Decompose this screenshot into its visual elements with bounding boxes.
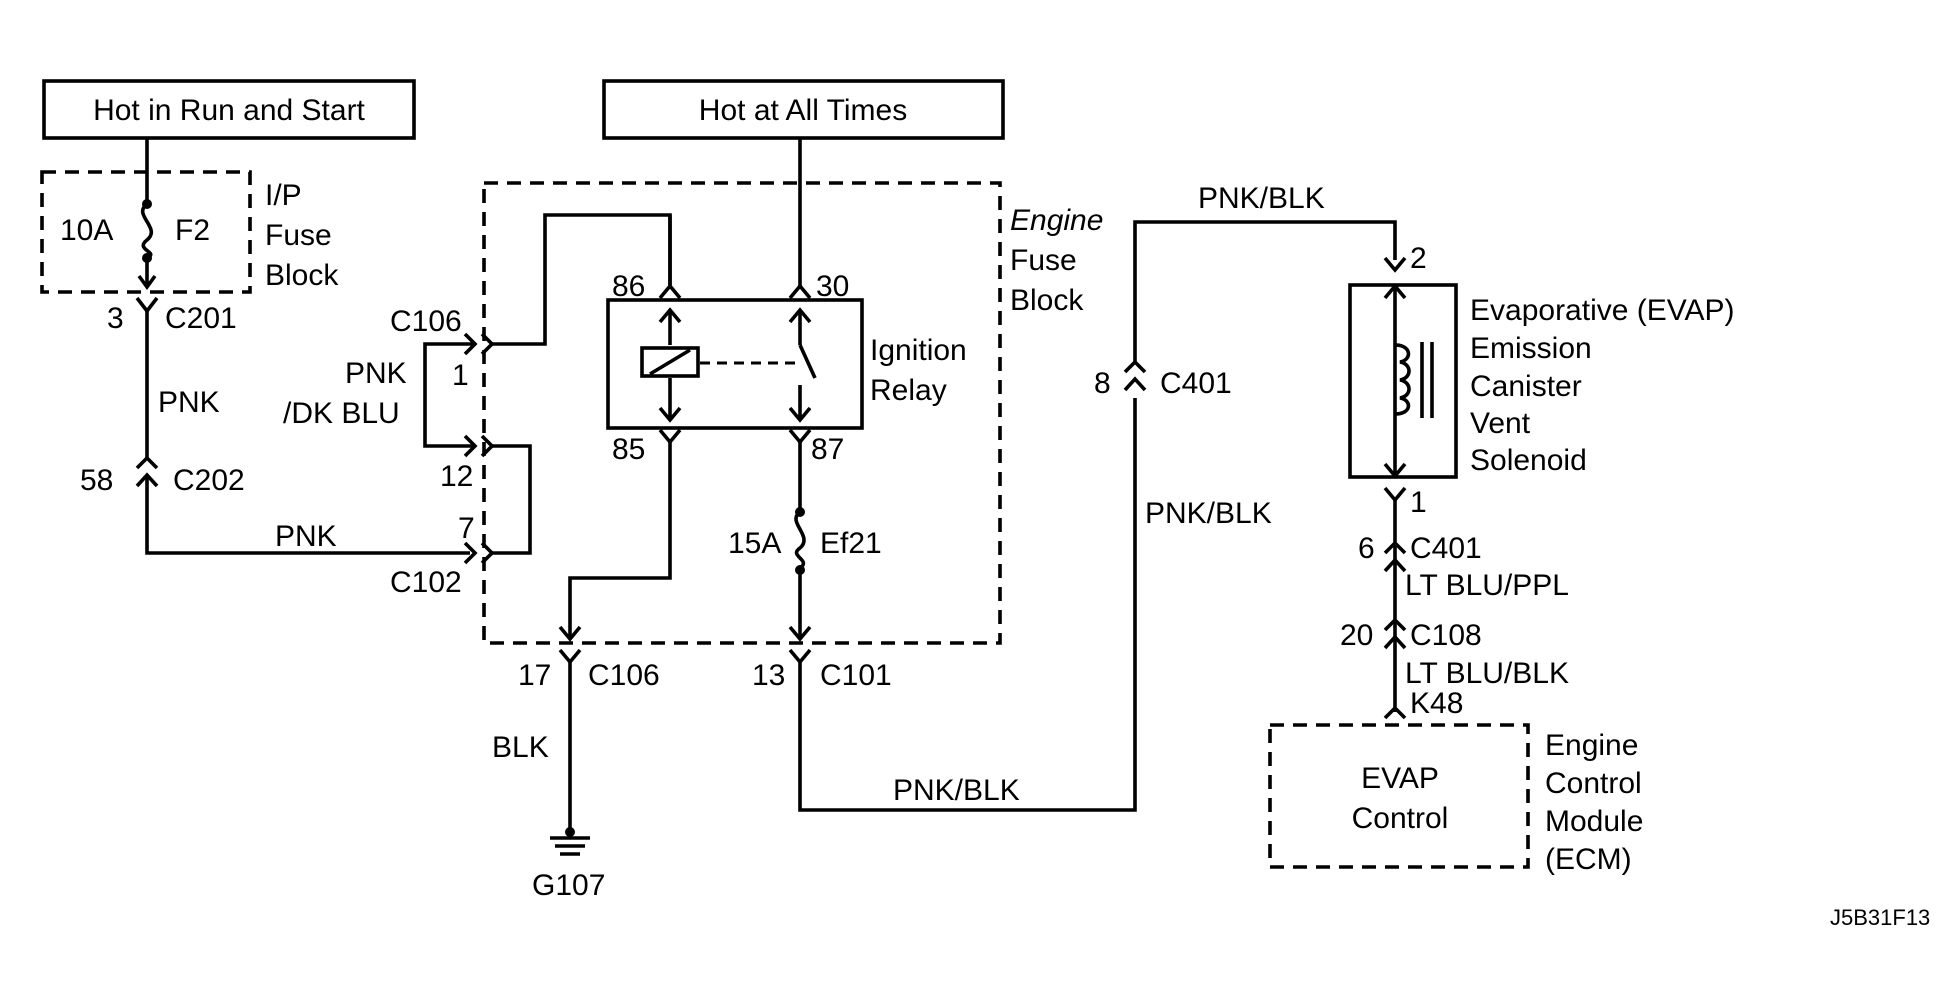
c106-bottom-label: C106 <box>588 659 660 692</box>
fuse-f2-name: F2 <box>175 214 210 247</box>
wire-pnkblk-c101-to-c401 <box>798 398 1137 812</box>
source-run-start: Hot in Run and Start <box>42 79 416 140</box>
solenoid-label-2: Emission <box>1470 332 1592 365</box>
source-run-start-label: Hot in Run and Start <box>93 94 365 127</box>
wire-internal-12-7 <box>492 444 532 555</box>
c401-right-pin: 6 <box>1358 532 1375 565</box>
c202-pin: 58 <box>80 464 113 497</box>
connector-c106-bottom: 17 C106 <box>518 648 660 692</box>
connector-c401-right: 6 C401 <box>1358 532 1482 573</box>
engine-fuse-block-label-3: Block <box>1010 284 1084 317</box>
relay-pin-87: 87 <box>811 433 844 466</box>
c401-left-pin: 8 <box>1094 367 1111 400</box>
fuse-f2-icon <box>137 138 157 291</box>
wire-label-ltblu-ppl: LT BLU/PPL <box>1405 569 1569 602</box>
relay-pin-85: 85 <box>612 433 645 466</box>
c106-pin-1: 1 <box>452 359 469 392</box>
fuse-ef21-name: Ef21 <box>820 527 882 560</box>
wire-label-pnkblk-top: PNK/BLK <box>1198 182 1325 215</box>
wire-label-pnkblk-bottom: PNK/BLK <box>893 774 1020 807</box>
c401-left-label: C401 <box>1160 367 1232 400</box>
ip-fuse-block-label-2: Fuse <box>265 219 332 252</box>
wire-label-pnk-1: PNK <box>158 386 220 419</box>
engine-fuse-block-label-2: Fuse <box>1010 244 1077 277</box>
source-all-times-label: Hot at All Times <box>699 94 907 127</box>
wire-label-blk: BLK <box>492 731 549 764</box>
wire-label-pnkblk-mid: PNK/BLK <box>1145 497 1272 530</box>
c202-label: C202 <box>173 464 245 497</box>
wire-85-to-c106 <box>568 442 672 638</box>
ecm-label-2: Control <box>1545 767 1642 800</box>
wire-pnk-to-c102 <box>145 477 470 555</box>
connector-solenoid-pin1: 1 <box>1383 486 1427 519</box>
relay-switch-icon <box>788 307 817 423</box>
c201-pin: 3 <box>107 302 124 335</box>
wire-label-pnk-2: PNK <box>275 520 337 553</box>
c106-pin-12: 12 <box>440 460 473 493</box>
ecm-module: EVAP Control Engine Control Module (ECM) <box>1268 723 1643 876</box>
connector-c108: 20 C108 <box>1340 617 1482 652</box>
c101-pin: 13 <box>752 659 785 692</box>
figure-id: J5B31F13 <box>1830 905 1930 930</box>
solenoid-pin-2: 2 <box>1410 242 1427 275</box>
relay-pin-30: 30 <box>816 270 849 303</box>
c201-label: C201 <box>165 302 237 335</box>
relay-coil-icon <box>640 307 800 423</box>
ground-label: G107 <box>532 869 605 902</box>
connector-c106-c102-group: C106 1 12 7 C102 <box>390 305 495 599</box>
solenoid-label-3: Canister <box>1470 370 1582 403</box>
ecm-inner-1: EVAP <box>1361 762 1439 795</box>
ecm-inner-2: Control <box>1352 802 1449 835</box>
connector-c101: 13 C101 <box>752 648 892 692</box>
solenoid-coil-icon <box>1394 342 1434 418</box>
wire-label-pnk-dkblu-2: /DK BLU <box>283 397 400 430</box>
solenoid-label-1: Evaporative (EVAP) <box>1470 294 1735 327</box>
evap-solenoid: 2 Evaporative (EVAP) Emission Canister V… <box>1348 242 1735 479</box>
connector-c202: 58 C202 <box>80 455 245 497</box>
ip-fuse-block-label-1: I/P <box>265 179 302 212</box>
wire-pnk-dkblu-loop <box>423 342 475 448</box>
ignition-relay: Ignition Relay 86 30 85 87 <box>606 270 967 466</box>
c102-pin-7: 7 <box>458 512 475 545</box>
c106-bottom-pin: 17 <box>518 659 551 692</box>
relay-label-2: Relay <box>870 374 947 407</box>
ip-fuse-block-label-3: Block <box>265 259 339 292</box>
fuse-ef21-icon <box>788 442 812 642</box>
ecm-label-3: Module <box>1545 805 1643 838</box>
connector-c401-left: 8 C401 <box>1094 359 1232 400</box>
fuse-f2-rating: 10A <box>60 214 113 247</box>
wire-label-ltblu-blk: LT BLU/BLK <box>1405 657 1569 690</box>
ecm-label-1: Engine <box>1545 729 1638 762</box>
engine-fuse-block: Engine Fuse Block <box>482 181 1103 645</box>
c401-right-label: C401 <box>1410 532 1482 565</box>
ecm-label-4: (ECM) <box>1545 843 1632 876</box>
k48-label: K48 <box>1410 687 1463 720</box>
c102-label: C102 <box>390 566 462 599</box>
c108-pin: 20 <box>1340 619 1373 652</box>
solenoid-pin-1: 1 <box>1410 486 1427 519</box>
c106-top-label: C106 <box>390 305 462 338</box>
source-all-times: Hot at All Times <box>602 79 1005 140</box>
c108-label: C108 <box>1410 619 1482 652</box>
relay-pin-86: 86 <box>612 270 645 303</box>
wire-pnkblk-top <box>1133 220 1397 362</box>
connector-k48: K48 <box>1383 687 1463 720</box>
relay-label-1: Ignition <box>870 334 967 367</box>
ip-fuse-block: I/P Fuse Block 10A F2 <box>40 138 339 294</box>
c101-label: C101 <box>820 659 892 692</box>
fuse-ef21-rating: 15A <box>728 527 781 560</box>
wire-label-pnk-dkblu-1: PNK <box>345 357 407 390</box>
engine-fuse-block-label-1: Engine <box>1010 204 1103 237</box>
connector-c201: 3 C201 <box>107 296 237 335</box>
ground-icon <box>550 827 590 856</box>
c106-bottom-arrow <box>558 625 582 642</box>
solenoid-label-5: Solenoid <box>1470 444 1587 477</box>
solenoid-pin2-connector <box>1383 256 1407 273</box>
solenoid-label-4: Vent <box>1470 407 1531 440</box>
